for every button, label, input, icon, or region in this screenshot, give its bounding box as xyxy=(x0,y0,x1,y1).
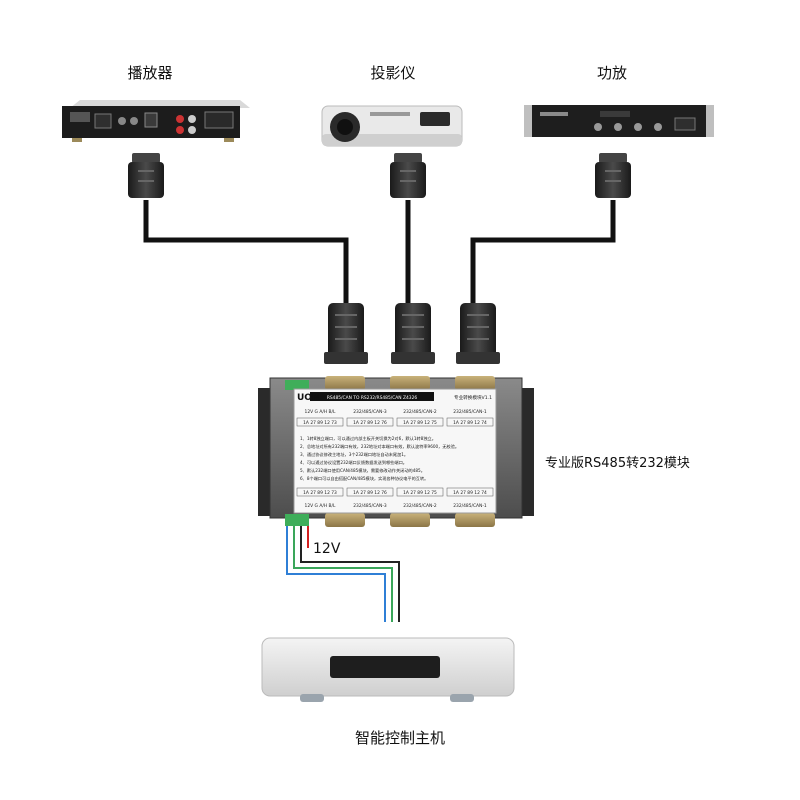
bottom-port-labels: 12V G A/H B/L 232/485/CAN-3 232/485/CAN-2 2… xyxy=(305,503,487,509)
host-label: 智能控制主机 xyxy=(354,729,445,747)
module-version: 专业转换模块V1.1 xyxy=(454,394,492,401)
db9-plug-module-3 xyxy=(456,303,500,364)
projector-device xyxy=(321,105,463,147)
module-note-2: 2、总地址对所有232端口有效，232地址对本端口有效，默认波特率9600，无校… xyxy=(300,443,459,450)
db9-plug-projector xyxy=(390,153,426,198)
bottom-port-2: 232/485/CAN-3 xyxy=(353,503,387,509)
top-code-labels: 1A 27 89 12 73 1A 27 89 12 76 1A 27 89 12 … xyxy=(296,417,494,427)
module-note-6: 6、8个端口可以自由搭配CAN/485模块，实现各种协议电平的互转。 xyxy=(300,475,428,482)
top-port-4: 232/485/CAN-1 xyxy=(453,409,487,415)
top-code-box-3 xyxy=(396,417,444,427)
module-notes: 1、1转8独立端口，可以通过内部主板开关切换为2对6，默认1转8独立。2、总地址… xyxy=(300,435,459,482)
db9-plug-amplifier xyxy=(595,153,631,198)
wire-blue xyxy=(286,526,386,622)
top-port-3: 232/485/CAN-2 xyxy=(403,409,437,415)
top-port-1: 12V G A/H B/L xyxy=(305,409,336,415)
module-sticker: UON RS485/CAN TO RS232/RS485/CAN Z4326 专… xyxy=(296,393,494,509)
top-code-3: 1A 27 89 12 75 xyxy=(403,420,437,426)
bottom-port-3: 232/485/CAN-2 xyxy=(403,503,437,509)
module-note-4: 4、可以通过协议设置232端口反馈数据发送到哪些端口。 xyxy=(300,459,407,466)
bottom-code-1: 1A 27 89 12 73 xyxy=(303,490,337,496)
wire-green xyxy=(293,526,393,622)
module-note-3: 3、通过协议修改主地址，3个232端口地址自动末尾加1。 xyxy=(300,451,408,458)
bottom-code-2: 1A 27 89 12 76 xyxy=(353,490,387,496)
player-device xyxy=(62,100,250,142)
top-code-4: 1A 27 89 12 74 xyxy=(453,420,487,426)
db9-plug-module-2 xyxy=(391,303,435,364)
db9-plug-module-1 xyxy=(324,303,368,364)
power-label: 12V xyxy=(313,541,341,557)
bottom-code-labels: 1A 27 89 12 73 1A 27 89 12 76 1A 27 89 12 … xyxy=(296,487,494,497)
module-title: RS485/CAN TO RS232/RS485/CAN Z4326 xyxy=(327,395,418,401)
module-brand: UON xyxy=(297,393,320,403)
amplifier-label: 功放 xyxy=(596,64,627,82)
bottom-code-4: 1A 27 89 12 74 xyxy=(453,490,487,496)
top-code-2: 1A 27 89 12 76 xyxy=(353,420,387,426)
amplifier-device xyxy=(524,105,714,137)
top-code-box-2 xyxy=(346,417,394,427)
cable-amplifier xyxy=(470,200,616,305)
bottom-code-box-1 xyxy=(296,487,344,497)
top-code-1: 1A 27 89 12 73 xyxy=(303,420,337,426)
module-note-5: 5、默认232端口使用CAN/485模块，需要修改动作关闭动的485。 xyxy=(300,467,425,474)
player-label: 播放器 xyxy=(127,64,173,82)
bottom-code-box-2 xyxy=(346,487,394,497)
db9-plug-player xyxy=(128,153,164,198)
bottom-code-box-3 xyxy=(396,487,444,497)
bottom-port-1: 12V G A/H B/L xyxy=(305,503,336,509)
top-code-box-4 xyxy=(446,417,494,427)
wire-black xyxy=(300,526,400,622)
top-port-labels: 12V G A/H B/L 232/485/CAN-3 232/485/CAN-2 2… xyxy=(305,409,487,415)
cable-player xyxy=(143,200,349,305)
converter-module xyxy=(258,376,534,527)
bottom-code-box-4 xyxy=(446,487,494,497)
host-wires xyxy=(286,526,400,622)
top-code-box-1 xyxy=(296,417,344,427)
smart-host-device xyxy=(261,637,515,702)
bottom-port-4: 232/485/CAN-1 xyxy=(453,503,487,509)
bottom-code-3: 1A 27 89 12 75 xyxy=(403,490,437,496)
module-note-1: 1、1转8独立端口，可以通过内部主板开关切换为2对6，默认1转8独立。 xyxy=(300,435,436,442)
top-port-2: 232/485/CAN-3 xyxy=(353,409,387,415)
projector-label: 投影仪 xyxy=(370,64,416,82)
serial-cables xyxy=(143,200,616,305)
module-side-label: 专业版RS485转232模块 xyxy=(545,456,690,471)
